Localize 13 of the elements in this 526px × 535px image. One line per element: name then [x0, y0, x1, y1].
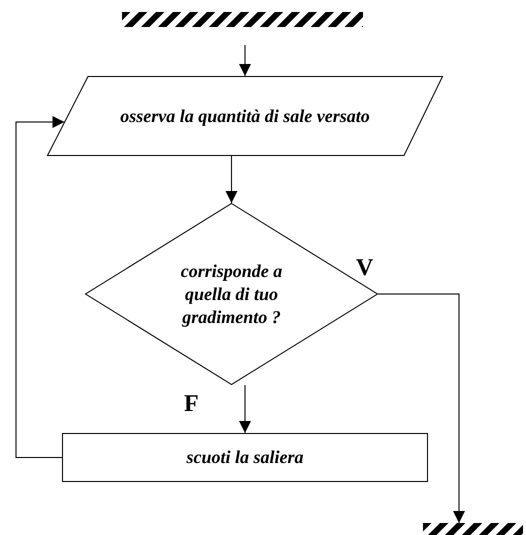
- process-box: [62, 433, 428, 482]
- decision-diamond: [85, 203, 378, 385]
- node-text: osserva la quantità di sale versato: [119, 104, 371, 128]
- arrow: [239, 384, 251, 434]
- terminal-bar: [423, 523, 523, 535]
- arrow: [16, 116, 65, 458]
- arrow: [239, 44, 251, 76]
- node-text: corrisponde a quella di tuo gradimento ?: [180, 260, 284, 328]
- terminal-bar: [122, 12, 363, 27]
- node-text: scuoti la saliera: [185, 446, 304, 469]
- input-parallelogram: [47, 76, 443, 156]
- arrow: [226, 156, 238, 204]
- arrow: [378, 294, 465, 524]
